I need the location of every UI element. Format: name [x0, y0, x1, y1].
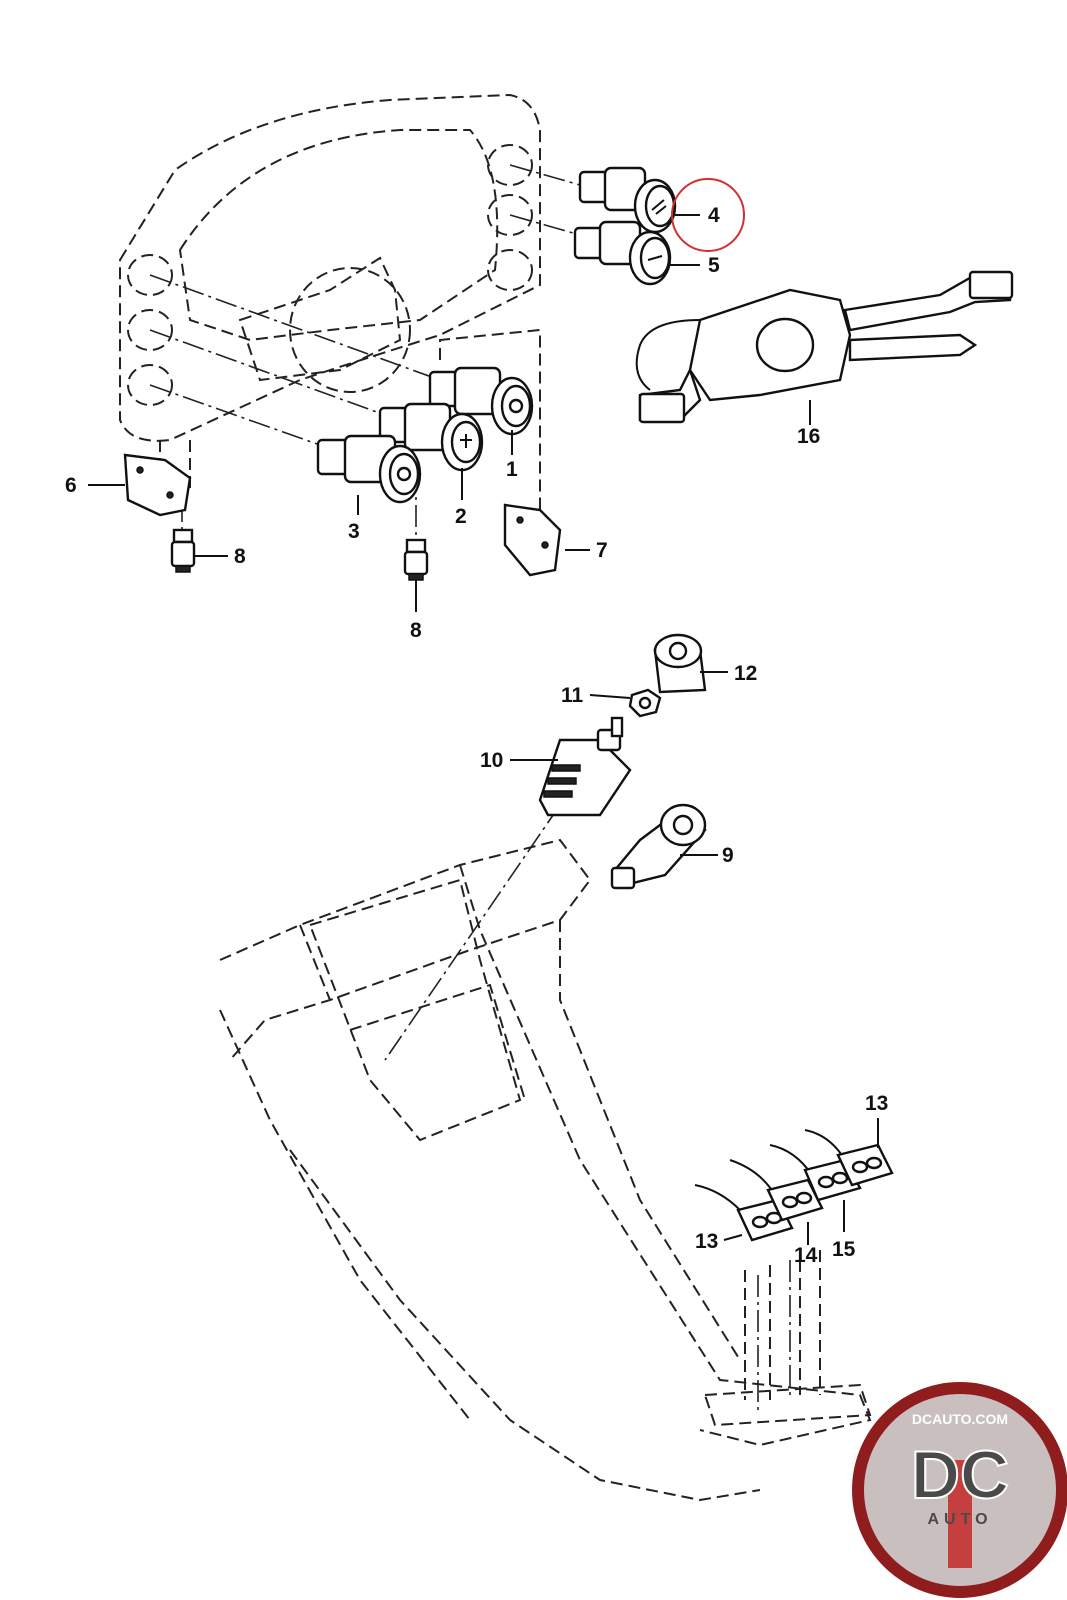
logo-sub: AUTO: [927, 1511, 992, 1528]
window-switches: [694, 1129, 894, 1242]
switch-3: [316, 434, 422, 504]
console-outline: [219, 838, 872, 1502]
highlight-circle: [671, 178, 745, 252]
callout-16: 16: [797, 425, 820, 448]
callout-1: 1: [506, 458, 518, 481]
callout-6: 6: [65, 474, 77, 497]
dashboard-outline: [119, 93, 541, 520]
leader-lines: [88, 214, 879, 1245]
dcauto-logo: DCAUTO.COM DC AUTO: [852, 1382, 1067, 1598]
lighter-9: [610, 803, 707, 890]
callout-8a: 8: [234, 545, 246, 568]
callout-8b: 8: [410, 619, 422, 642]
callout-4: 4: [708, 204, 720, 227]
nut-11: [628, 688, 662, 718]
bracket-7: [503, 503, 562, 577]
sensor-8b: [403, 538, 429, 581]
callout-15: 15: [832, 1238, 856, 1261]
sensor-8a: [170, 528, 196, 573]
callout-labels: 4 5 16 1 2 3 6 7 8 8 12 11 10 9 13 13 14…: [65, 204, 888, 1267]
callout-14: 14: [794, 1244, 818, 1267]
window-switch-14: [766, 1178, 824, 1222]
switch-4: [578, 166, 677, 234]
combination-switch-16: [635, 270, 1014, 425]
logo-letters: DC: [911, 1437, 1009, 1513]
switch-10: [538, 716, 632, 817]
callout-13a: 13: [695, 1230, 718, 1253]
callout-10: 10: [480, 749, 503, 772]
callout-9: 9: [722, 844, 734, 867]
callout-2: 2: [455, 505, 467, 528]
switch-2: [378, 402, 484, 472]
callout-3: 3: [348, 520, 360, 543]
logo-domain: DCAUTO.COM: [912, 1411, 1008, 1427]
callout-13b: 13: [865, 1092, 888, 1115]
switch-5: [573, 220, 672, 286]
callout-12: 12: [734, 662, 757, 685]
knob-12: [653, 633, 707, 694]
callout-11: 11: [561, 684, 584, 707]
window-switch-13b: [836, 1143, 894, 1187]
callout-7: 7: [596, 539, 608, 562]
bracket-6: [123, 453, 192, 517]
callout-5: 5: [708, 254, 720, 277]
